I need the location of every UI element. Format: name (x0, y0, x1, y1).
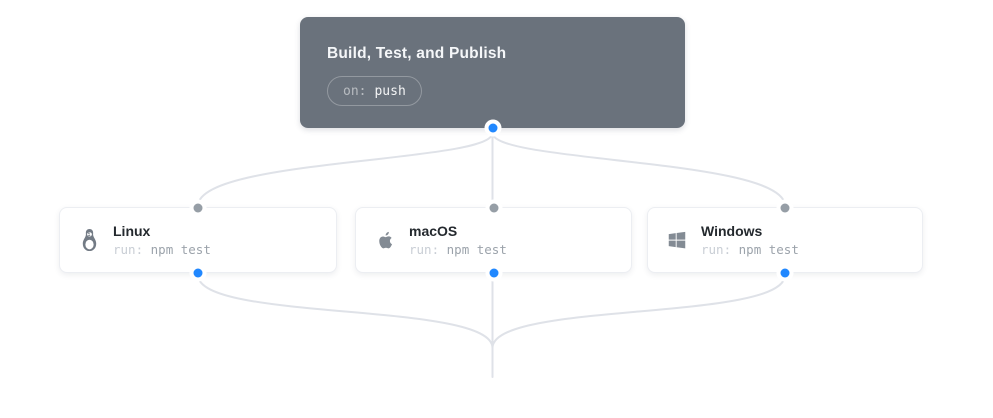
job-text: macOS run: npm test (409, 223, 507, 258)
job-text: Windows run: npm test (701, 223, 799, 258)
windows-output-port (780, 268, 790, 278)
windows-input-port (780, 203, 790, 213)
run-key: run: (409, 241, 440, 257)
run-key: run: (113, 241, 144, 257)
badge-value: push (374, 83, 406, 99)
trigger-node[interactable]: Build, Test, and Publish on: push (300, 17, 685, 128)
job-command: run: npm test (701, 242, 799, 258)
job-text: Linux run: npm test (113, 223, 211, 258)
run-value: npm test (446, 241, 507, 257)
job-name: Windows (701, 222, 763, 239)
job-name: macOS (409, 222, 458, 239)
edge-windows-out (491, 274, 786, 349)
edge-linux-out (197, 274, 494, 349)
trigger-output-port (488, 123, 497, 133)
edge-trigger-windows (491, 132, 786, 207)
windows-icon (664, 226, 690, 254)
macos-input-port (489, 203, 498, 213)
trigger-event-badge: on: push (327, 76, 422, 106)
job-node-windows[interactable]: Windows run: npm test (647, 207, 923, 273)
job-node-macos[interactable]: macOS run: npm test (355, 207, 632, 273)
job-node-linux[interactable]: Linux run: npm test (59, 207, 337, 273)
job-command: run: npm test (409, 242, 507, 258)
macos-output-port (489, 268, 498, 278)
job-command: run: npm test (113, 242, 211, 258)
linux-icon (76, 226, 102, 254)
badge-key: on: (343, 83, 367, 99)
apple-icon (372, 226, 398, 254)
edge-trigger-linux (197, 132, 494, 207)
run-value: npm test (738, 241, 799, 257)
job-name: Linux (113, 222, 151, 239)
run-key: run: (701, 241, 732, 257)
linux-input-port (193, 203, 203, 213)
run-value: npm test (150, 241, 211, 257)
linux-output-port (193, 268, 203, 278)
trigger-title: Build, Test, and Publish (327, 45, 507, 62)
